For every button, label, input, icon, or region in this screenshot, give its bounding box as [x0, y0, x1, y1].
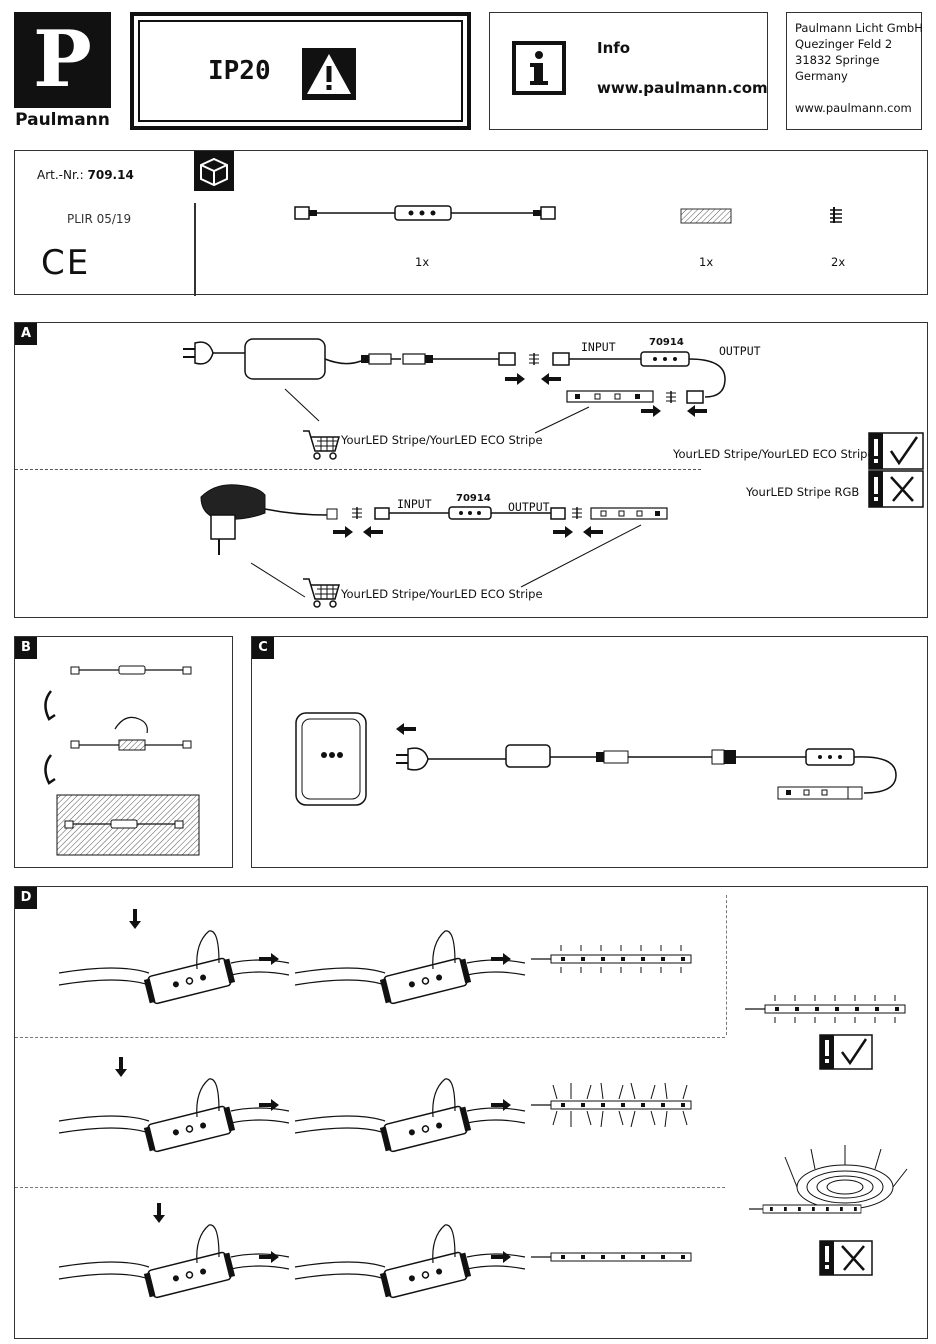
brand-logo: P Paulmann	[14, 12, 111, 130]
logo-letter: P	[33, 14, 92, 105]
incompatible-cross-icon-d	[819, 1240, 873, 1276]
controller-cable-icon	[294, 205, 556, 221]
diagram-c	[295, 712, 897, 806]
info-title: Info	[597, 39, 631, 57]
compat-no-text: YourLED Stripe RGB	[746, 485, 860, 499]
qty-controller: 1x	[415, 255, 430, 269]
cart-icon-a2	[303, 578, 340, 608]
diagram-b	[44, 665, 200, 856]
section-c-label: C	[252, 637, 274, 659]
plir-code: PLIR 05/19	[67, 212, 132, 226]
section-b: B	[14, 636, 233, 868]
model-label-bottom: 70914	[456, 493, 491, 504]
brand-name: Paulmann	[15, 110, 110, 130]
shop-text-top: YourLED Stripe/YourLED ECO Stripe	[341, 433, 543, 447]
address-box: Paulmann Licht GmbH Quezinger Feld 2 318…	[786, 12, 923, 130]
info-box: Info www.paulmann.com	[489, 12, 768, 130]
section-b-label: B	[15, 637, 37, 659]
article-label: Art.-Nr.: 709.14	[37, 168, 134, 182]
qty-clips: 2x	[831, 255, 846, 269]
section-a: A	[14, 322, 928, 618]
diagram-d	[58, 909, 908, 1300]
connector-clip-icon	[830, 207, 842, 223]
product-info-box: Art.-Nr.: 709.14 PLIR 05/19 CE 1x 1x 2x	[14, 150, 928, 296]
address-line-2: Quezinger Feld 2	[795, 37, 893, 51]
input-label-bottom: INPUT	[397, 497, 432, 511]
ip-rating: IP20	[208, 56, 271, 86]
input-label-top: INPUT	[581, 340, 616, 354]
address-line-1: Paulmann Licht GmbH	[795, 21, 923, 35]
compat-ok-text: YourLED Stripe/YourLED ECO Stripe	[673, 447, 875, 461]
shop-text-bottom: YourLED Stripe/YourLED ECO Stripe	[341, 587, 543, 601]
address-url[interactable]: www.paulmann.com	[795, 101, 912, 115]
package-icon	[194, 151, 234, 191]
ce-mark: CE	[41, 243, 91, 283]
compatible-check-icon-d	[819, 1034, 873, 1070]
cart-icon-a1	[303, 430, 340, 460]
diagram-a-top	[183, 338, 726, 460]
incompatible-cross-icon	[868, 470, 924, 508]
compatible-check-icon	[868, 432, 924, 470]
model-label-top: 70914	[649, 337, 684, 348]
address-line-3: 31832 Springe	[795, 53, 880, 67]
ip-rating-box: IP20	[130, 12, 471, 130]
diagram-a-bottom	[200, 484, 668, 608]
qty-tape: 1x	[699, 255, 714, 269]
warning-icon	[302, 48, 356, 100]
info-icon	[512, 41, 566, 95]
section-d: D	[14, 886, 928, 1339]
address-line-4: Germany	[795, 69, 848, 83]
info-url[interactable]: www.paulmann.com	[597, 79, 768, 97]
section-c: C	[251, 636, 928, 868]
section-a-label: A	[15, 323, 37, 345]
adhesive-tape-icon	[680, 208, 732, 224]
section-d-label: D	[15, 887, 37, 909]
output-label-top: OUTPUT	[719, 344, 761, 358]
article-number: 709.14	[87, 168, 134, 182]
article-label-text: Art.-Nr.:	[37, 168, 84, 182]
output-label-bottom: OUTPUT	[508, 500, 550, 514]
